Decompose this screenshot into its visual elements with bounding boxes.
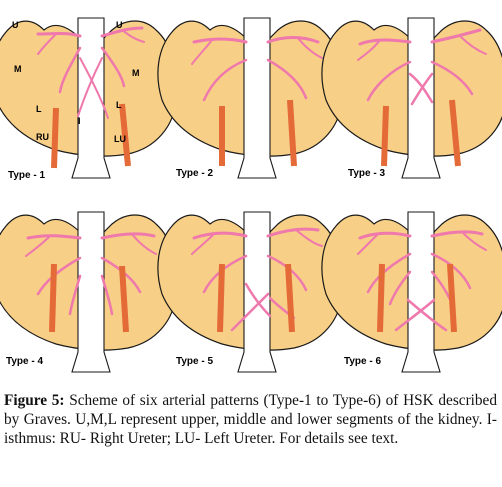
panel-label: Type - 3 — [348, 168, 385, 179]
panel-type-3: Type - 3 — [321, 17, 502, 179]
label-upper-right: U — [116, 20, 123, 30]
panel-label: Type - 5 — [176, 356, 213, 367]
renal-artery-branch — [121, 29, 145, 43]
renal-artery-branch — [406, 298, 448, 332]
label-lower-left: L — [36, 104, 42, 114]
renal-artery-branch — [266, 58, 308, 100]
renal-artery-branch — [358, 231, 412, 240]
ureter — [287, 99, 297, 167]
renal-artery-branch — [266, 254, 308, 292]
ureter — [377, 263, 385, 333]
renal-artery-branch — [191, 233, 215, 255]
renal-artery-branch — [100, 46, 126, 88]
renal-artery-branch — [459, 35, 487, 55]
renal-artery-branch — [266, 227, 320, 238]
renal-artery-branch — [357, 39, 381, 61]
renal-artery-branch — [244, 282, 272, 318]
label-upper-left: U — [12, 20, 19, 30]
panel-label: Type - 4 — [6, 356, 43, 367]
ureter — [119, 265, 129, 333]
ureter — [285, 263, 295, 333]
inferior-vena-aorta — [401, 17, 441, 179]
panel-label: Type - 2 — [176, 168, 213, 179]
panel-label: Type - 6 — [344, 356, 381, 367]
panel-type-1: U U M M L L I RU LU Type - 1 — [0, 17, 178, 181]
label-isthmus: I — [78, 116, 81, 126]
renal-artery-branch — [131, 233, 157, 255]
inferior-vena-aorta — [237, 211, 277, 373]
renal-artery-branch — [192, 231, 248, 240]
renal-artery-branch — [297, 37, 323, 59]
renal-artery-branch — [192, 37, 248, 44]
renal-artery-branch — [366, 60, 412, 102]
renal-artery-branch — [295, 229, 323, 247]
label-middle-left: M — [14, 64, 22, 74]
renal-artery-branch — [77, 57, 103, 117]
inferior-vena-aorta — [237, 17, 277, 179]
figure-illustration: U U M M L L I RU LU Type - 1 Type - 2 — [0, 17, 502, 373]
renal-artery-branch — [357, 233, 379, 255]
renal-artery-branch — [410, 72, 434, 106]
label-right-ureter: RU — [36, 132, 49, 142]
panel-type-2: Type - 2 — [157, 17, 344, 179]
renal-artery-branch — [58, 46, 82, 94]
ureter — [449, 99, 461, 167]
renal-artery-branch — [79, 57, 109, 119]
renal-artery-branch — [37, 33, 57, 55]
renal-artery-branch — [430, 230, 484, 238]
renal-artery-branch — [26, 234, 82, 240]
renal-artery-branch — [430, 252, 472, 290]
renal-artery-branch — [230, 292, 270, 332]
panel-type-4: Type - 4 — [0, 211, 178, 373]
inferior-vena-aorta — [401, 211, 441, 373]
label-left-ureter: LU — [114, 134, 126, 144]
renal-artery-branch — [100, 274, 114, 316]
inferior-vena-aorta — [71, 211, 111, 373]
renal-artery-branch — [430, 28, 482, 44]
ureter — [49, 263, 57, 333]
renal-artery-branch — [394, 298, 436, 332]
inferior-vena-aorta — [71, 17, 111, 179]
ureter — [51, 107, 59, 169]
renal-artery-branch — [68, 274, 82, 316]
label-middle-right: M — [132, 68, 140, 78]
panel-label: Type - 1 — [8, 170, 45, 181]
renal-artery-branch — [100, 232, 156, 240]
caption-text: Scheme of six arterial patterns (Type-1 … — [4, 392, 497, 447]
renal-artery-branch — [366, 252, 412, 294]
label-lower-right: L — [116, 100, 122, 110]
ureter — [217, 263, 225, 333]
renal-artery-branch — [36, 32, 82, 38]
caption-lead: Figure 5: — [4, 392, 65, 409]
renal-artery-branch — [266, 36, 320, 44]
renal-artery-branch — [358, 38, 412, 46]
renal-artery-branch — [430, 60, 474, 96]
renal-artery-branch — [191, 39, 213, 65]
panel-type-5: Type - 5 — [157, 211, 344, 373]
renal-artery-branch — [388, 270, 412, 306]
ureter — [119, 103, 131, 167]
renal-artery-branch — [25, 235, 51, 257]
ureter — [381, 105, 389, 167]
panel-type-6: Type - 6 — [321, 211, 502, 373]
figure-caption: Figure 5: Scheme of six arterial pattern… — [4, 391, 497, 448]
ureter — [447, 263, 457, 333]
renal-artery-branch — [461, 231, 487, 251]
renal-artery-branch — [202, 58, 248, 102]
